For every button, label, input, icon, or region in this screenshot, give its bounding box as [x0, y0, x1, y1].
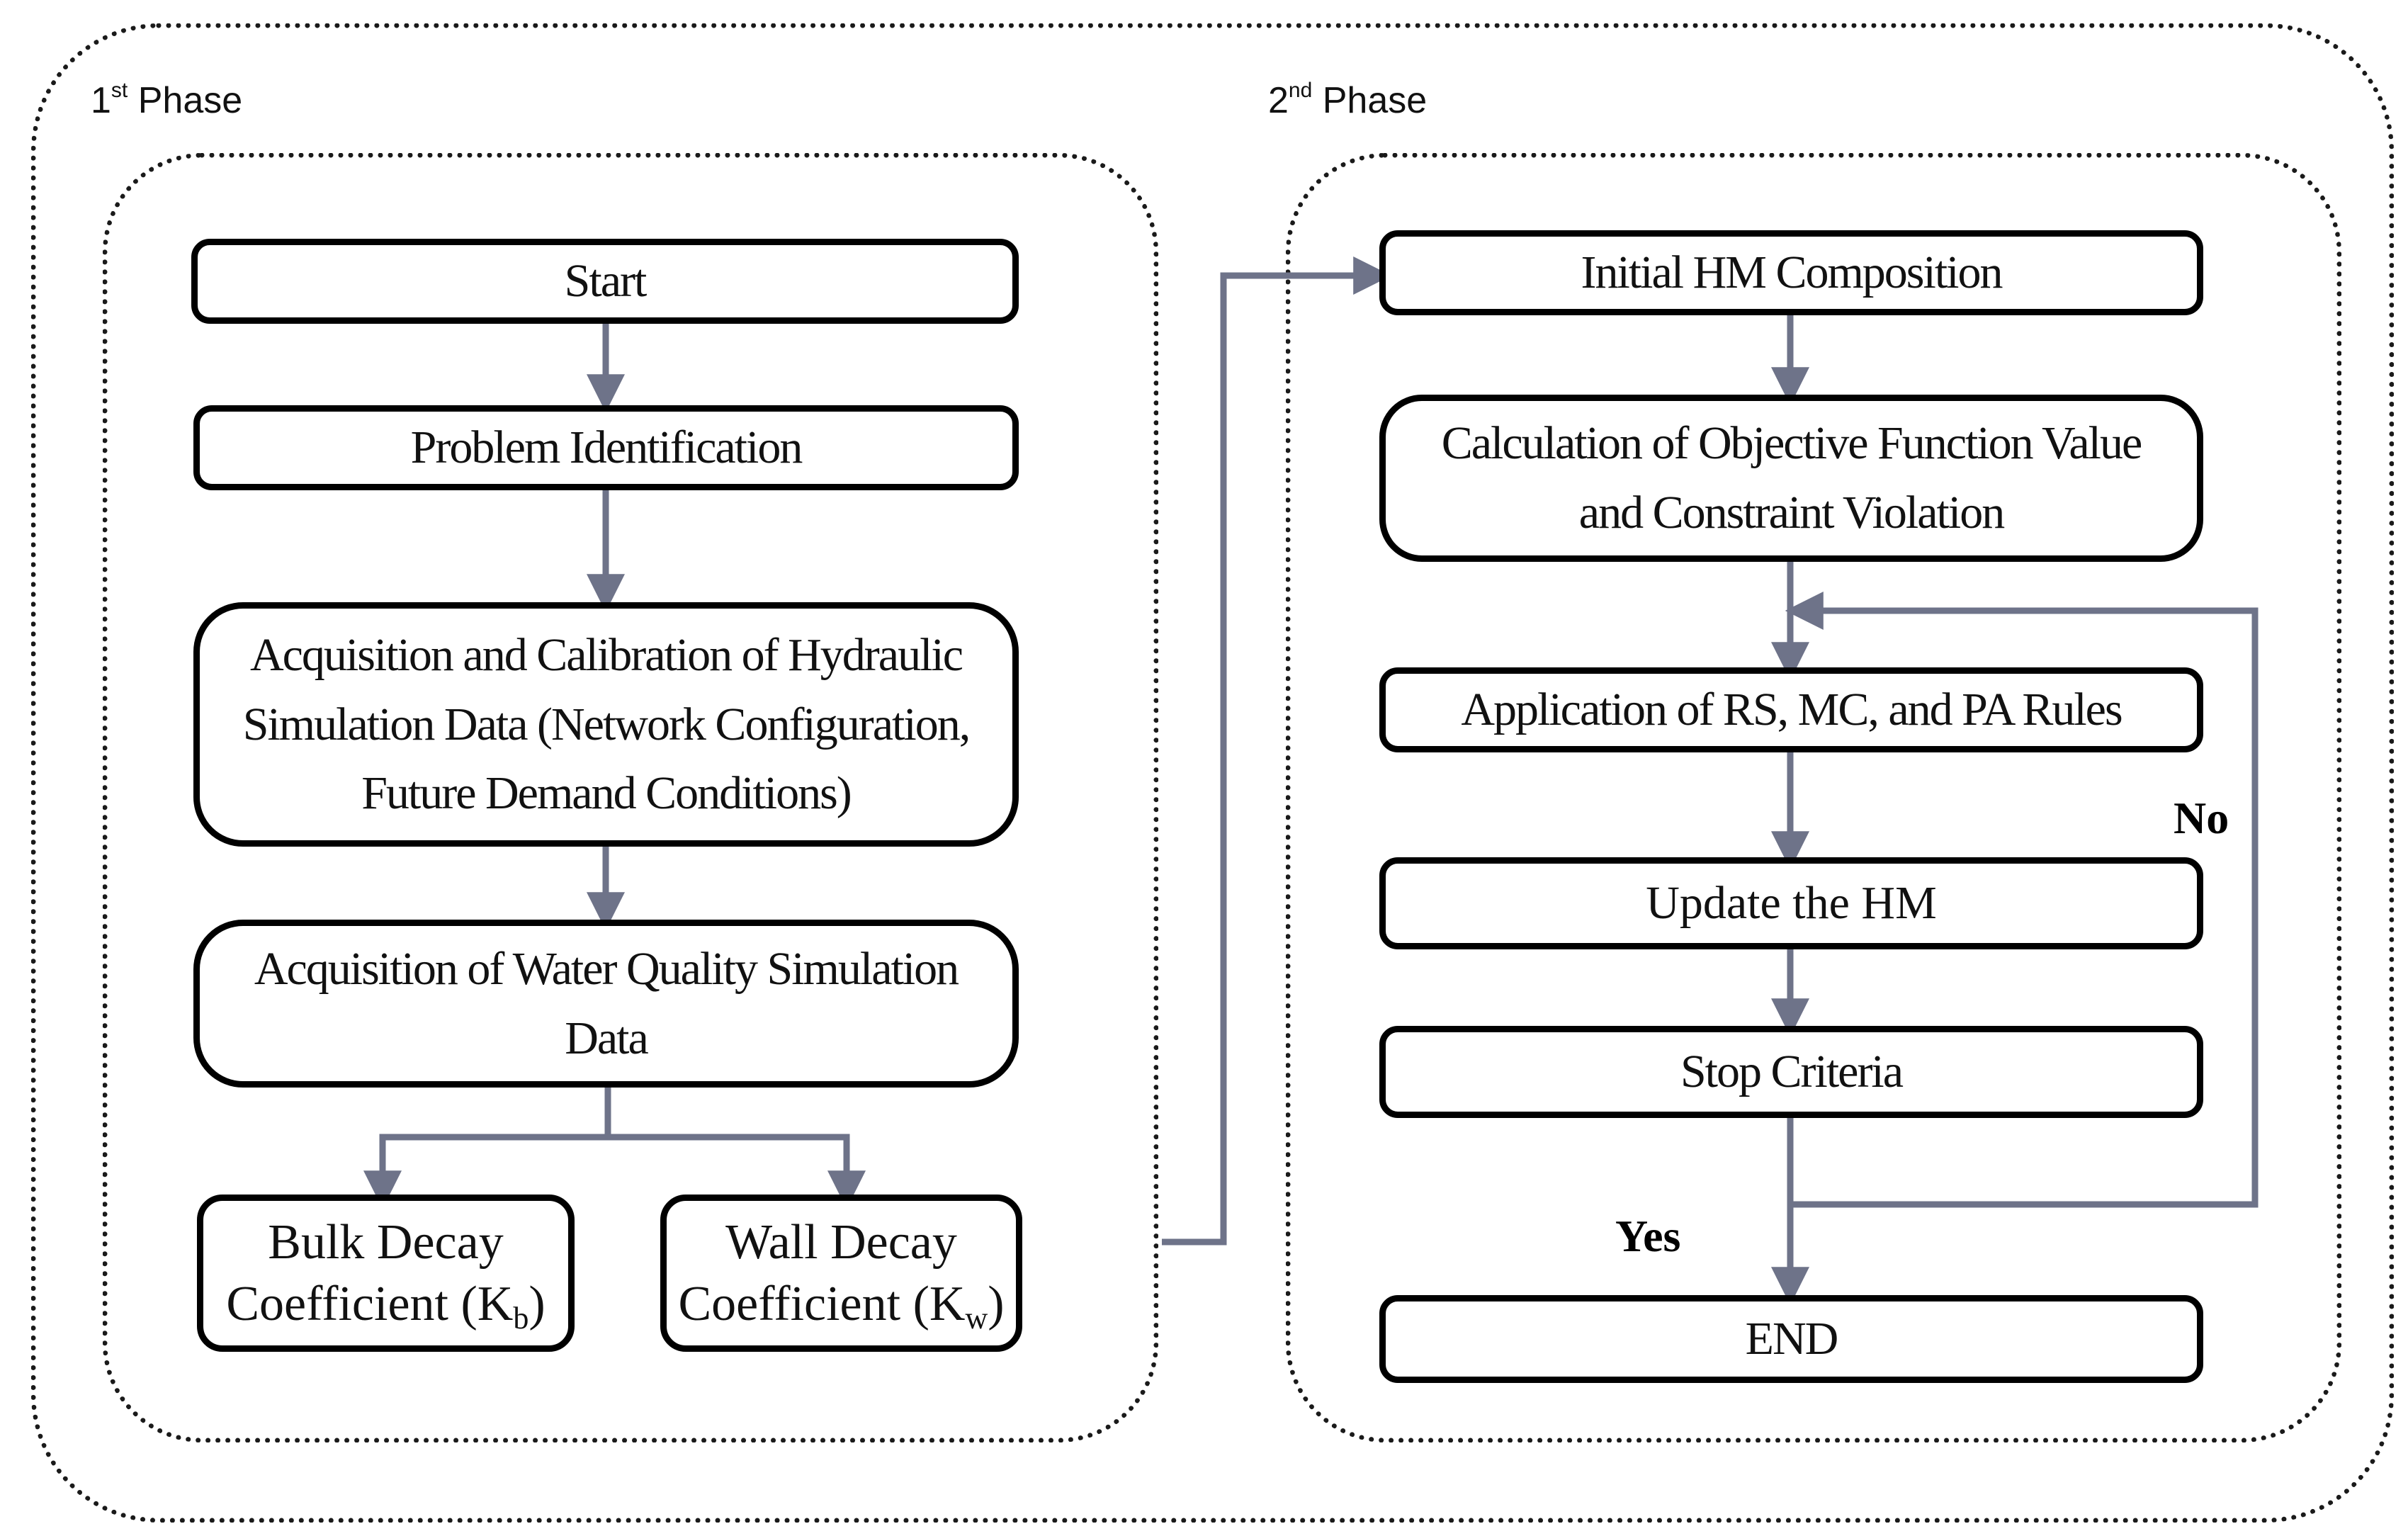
arrow-phase1-to-phase2: [1162, 256, 1392, 1246]
arrow-to-bulk: [363, 1084, 611, 1209]
yes-label: Yes: [1615, 1211, 1681, 1261]
end-label: END: [1745, 1313, 1839, 1365]
arrow-loop-no: [1785, 592, 2259, 1208]
outer-frame: [31, 23, 2394, 1523]
no-label: No: [2174, 793, 2229, 843]
wall-decay-line1: Wall Decay: [725, 1214, 957, 1270]
wall-decay-node: Wall Decay Coefficient (Kw): [660, 1195, 1022, 1352]
acquisition-water-quality-node: Acquisition of Water Quality Simulation …: [193, 920, 1019, 1088]
phase2-container: [1286, 153, 2341, 1442]
calculation-node: Calculation of Objective Function Value …: [1379, 395, 2203, 562]
wall-decay-coefficient: Coefficient (Kw): [678, 1277, 1005, 1335]
start-label: Start: [564, 255, 648, 307]
update-hm-label: Update the HM: [1646, 877, 1937, 930]
bulk-decay-line1: Bulk Decay: [268, 1214, 504, 1270]
stop-criteria-node: Stop Criteria: [1379, 1026, 2203, 1118]
bulk-decay-node: Bulk Decay Coefficient (Kb): [197, 1195, 575, 1352]
initial-hm-node: Initial HM Composition: [1379, 230, 2203, 315]
arrow-to-wall: [608, 1134, 866, 1209]
phase1-container: [103, 153, 1158, 1442]
application-label: Application of RS, MC, and PA Rules: [1461, 684, 2122, 736]
end-node: END: [1379, 1295, 2203, 1383]
phase1-label: 1st Phase: [91, 79, 243, 122]
update-hm-node: Update the HM: [1379, 857, 2203, 949]
start-node: Start: [191, 239, 1019, 324]
acquisition-hydraulic-label: Acquisition and Calibration of Hydraulic…: [242, 628, 971, 820]
problem-identification-node: Problem Identification: [193, 405, 1019, 490]
bulk-decay-coefficient: Coefficient (Kb): [226, 1277, 546, 1335]
stop-criteria-label: Stop Criteria: [1680, 1046, 1904, 1098]
phase2-label: 2nd Phase: [1268, 79, 1428, 122]
calculation-label: Calculation of Objective Function Value …: [1441, 417, 2143, 538]
problem-identification-label: Problem Identification: [410, 422, 803, 474]
application-node: Application of RS, MC, and PA Rules: [1379, 667, 2203, 752]
acquisition-water-quality-label: Acquisition of Water Quality Simulation …: [254, 942, 959, 1064]
initial-hm-label: Initial HM Composition: [1581, 247, 2003, 299]
acquisition-hydraulic-node: Acquisition and Calibration of Hydraulic…: [193, 602, 1019, 847]
